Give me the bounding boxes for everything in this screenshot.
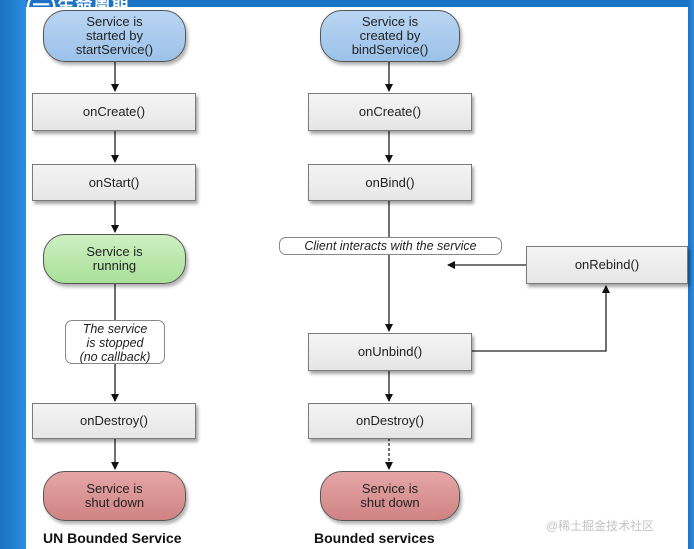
right-shutdown-node: Service is shut down [320, 471, 460, 521]
right-ondestroy-box: onDestroy() [308, 403, 472, 439]
right-start-node: Service is created by bindService() [320, 10, 460, 62]
left-start-node: Service is started by startService() [43, 10, 186, 62]
right-oncreate-box: onCreate() [308, 93, 472, 131]
left-oncreate-box: onCreate() [32, 93, 196, 131]
onunbind-box: onUnbind() [308, 333, 472, 371]
stopped-note: The service is stopped (no callback) [65, 320, 165, 364]
arrow-unbind-to-rebind [444, 285, 610, 352]
right-caption: Bounded services [314, 530, 435, 546]
client-interacts-note: Client interacts with the service [279, 237, 502, 255]
left-caption: UN Bounded Service [43, 530, 182, 546]
onbind-box: onBind() [308, 164, 472, 201]
left-onstart-box: onStart() [32, 164, 196, 201]
running-node: Service is running [43, 234, 186, 284]
left-ondestroy-box: onDestroy() [32, 403, 196, 439]
top-band [0, 0, 694, 7]
left-band [0, 0, 26, 549]
onrebind-box: onRebind() [526, 246, 688, 284]
left-shutdown-node: Service is shut down [43, 471, 186, 521]
watermark: @稀土掘金技术社区 [546, 519, 655, 533]
right-band [688, 0, 694, 549]
